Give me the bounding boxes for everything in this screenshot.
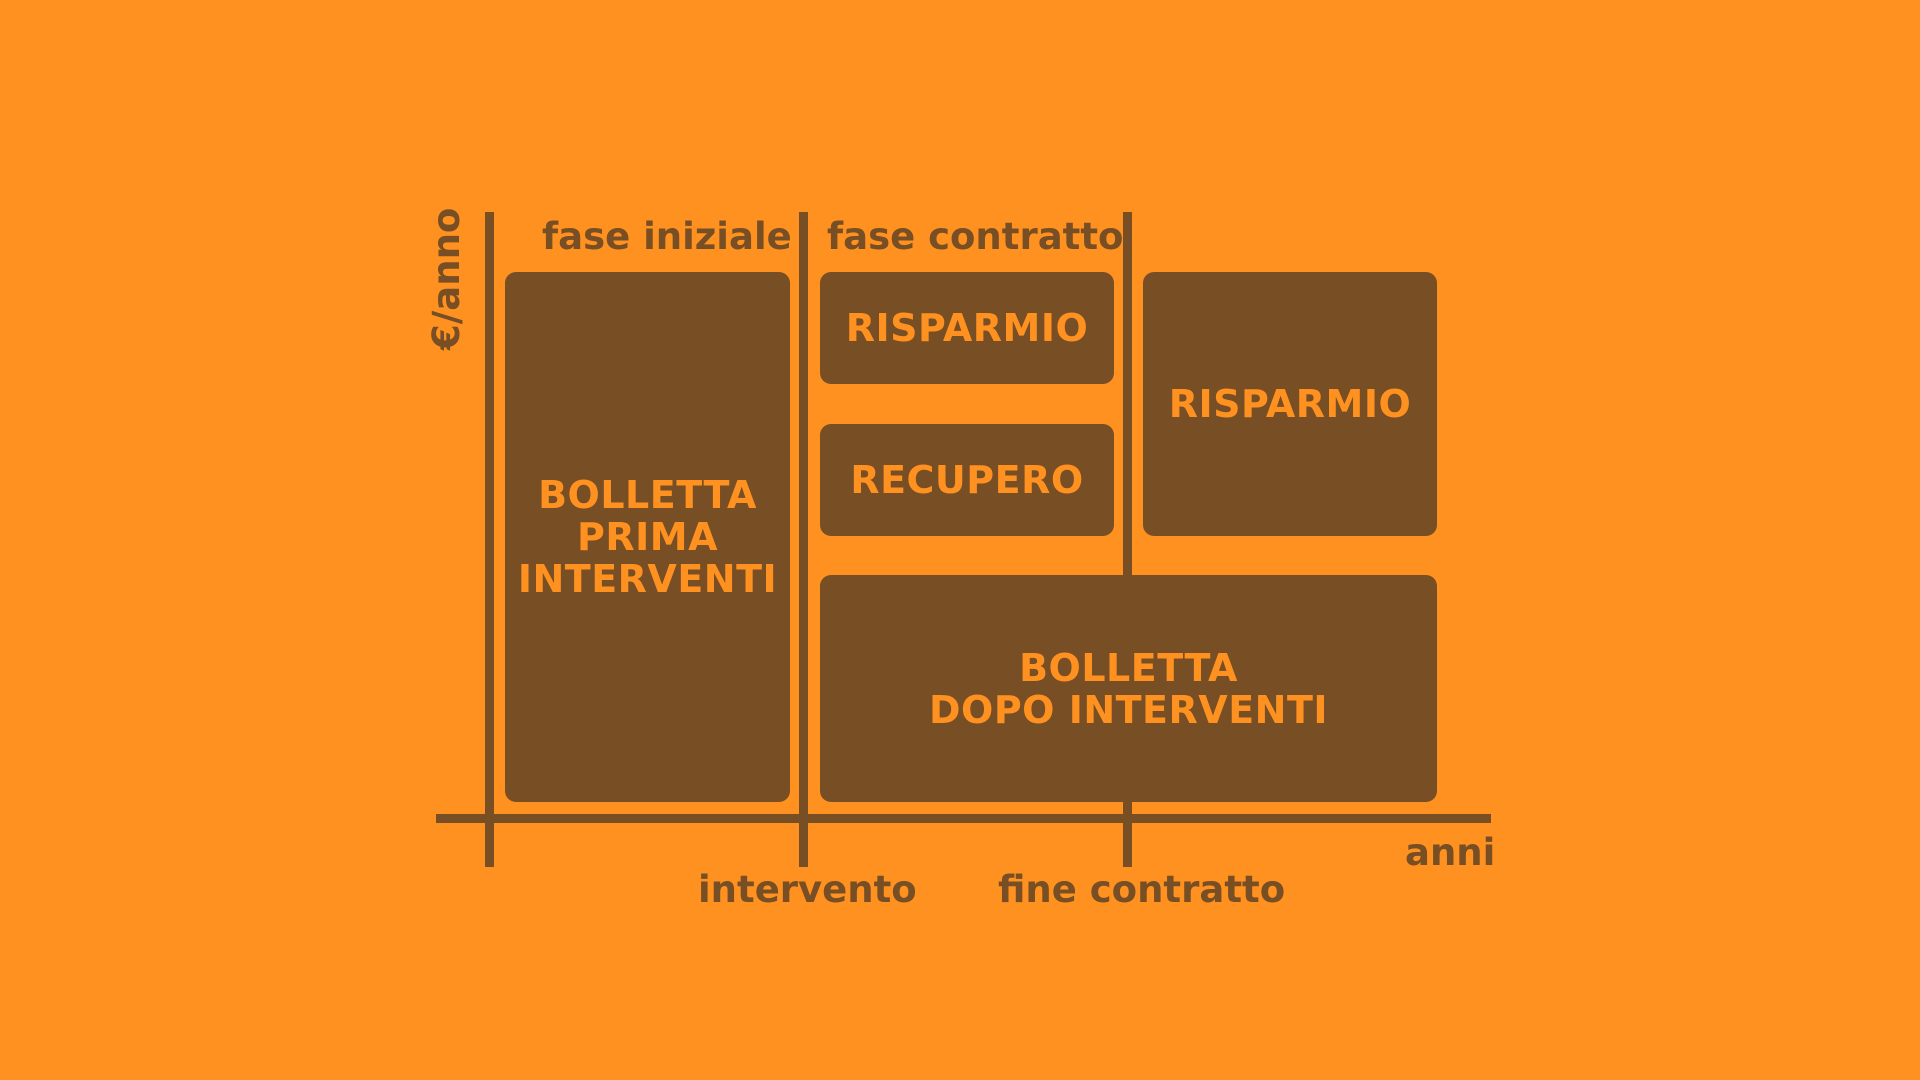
saving-contract-block: RISPARMIO — [820, 272, 1114, 384]
recovery-block: RECUPERO — [820, 424, 1114, 536]
saving-contract-label: RISPARMIO — [845, 306, 1089, 350]
bill-before-interventions-label: BOLLETTA PRIMA INTERVENTI — [517, 473, 778, 601]
phase-initial-label: fase iniziale — [542, 215, 792, 258]
bill-after-interventions-block: BOLLETTA DOPO INTERVENTI — [820, 575, 1437, 802]
bill-after-interventions-label: BOLLETTA DOPO INTERVENTI — [928, 645, 1329, 732]
saving-after-contract-label: RISPARMIO — [1168, 382, 1412, 426]
phase-contract-label: fase contratto — [827, 215, 1124, 258]
y-axis-label: €/anno — [425, 207, 468, 350]
x-axis — [436, 814, 1491, 823]
contract-end-label: fine contratto — [998, 868, 1286, 911]
intervention-label: intervento — [698, 868, 917, 911]
recovery-label: RECUPERO — [850, 458, 1084, 502]
y-axis — [485, 212, 494, 867]
bill-before-interventions-block: BOLLETTA PRIMA INTERVENTI — [505, 272, 790, 802]
x-axis-label: anni — [1405, 831, 1496, 874]
saving-after-contract-block: RISPARMIO — [1143, 272, 1437, 536]
contract-end-divider — [1123, 212, 1132, 867]
intervention-divider — [799, 212, 808, 867]
